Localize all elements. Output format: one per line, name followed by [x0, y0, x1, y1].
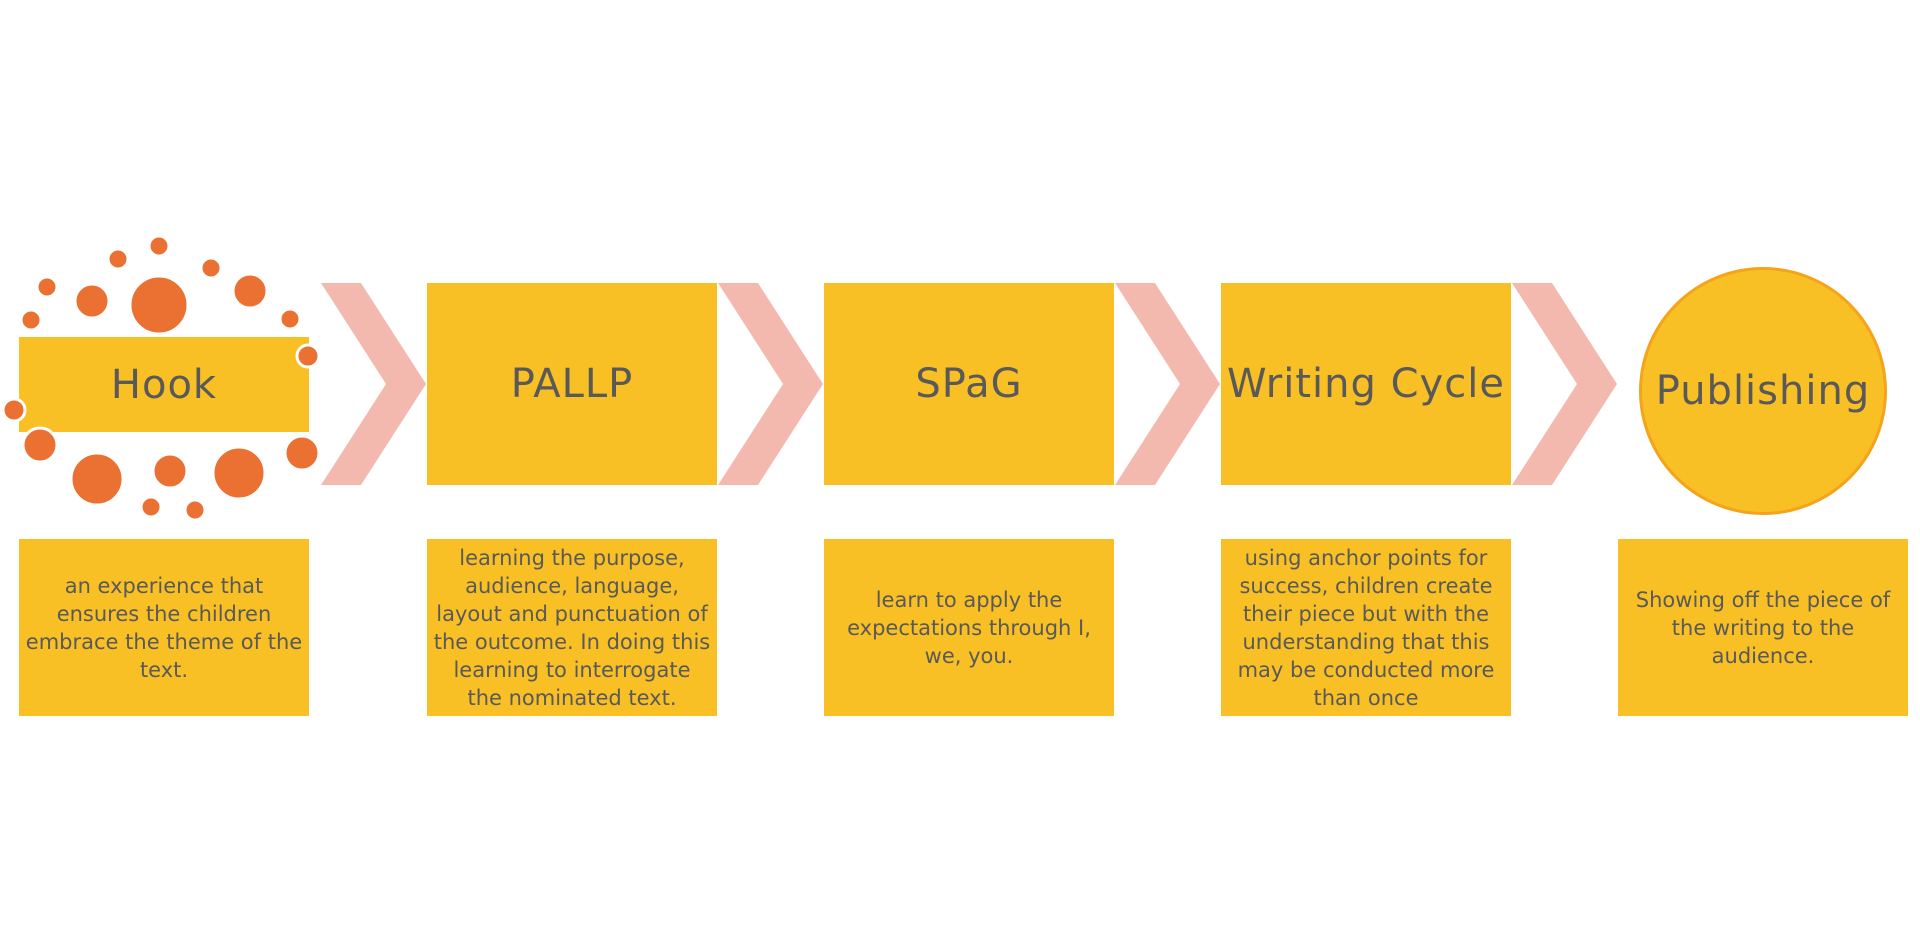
dot [139, 495, 163, 519]
chevron-arrow-1 [321, 283, 426, 485]
chevron-arrow-4 [1512, 283, 1617, 485]
dot [128, 274, 190, 336]
dot [21, 426, 59, 464]
dot [151, 452, 189, 490]
step-pallp-description: learning the purpose, audience, language… [427, 539, 717, 716]
step-writing-cycle-description: using anchor points for success, childre… [1221, 539, 1511, 716]
chevron-arrow-3 [1115, 283, 1220, 485]
step-writing-cycle-title: Writing Cycle [1221, 283, 1511, 485]
dot [147, 234, 171, 258]
dot [278, 307, 302, 331]
dot [106, 247, 130, 271]
dot [211, 445, 267, 501]
dot [35, 275, 59, 299]
dot [1, 397, 27, 423]
dot [183, 498, 207, 522]
step-publishing-description: Showing off the piece of the writing to … [1618, 539, 1908, 716]
dot [19, 308, 43, 332]
step-spag-description: learn to apply the expectations through … [824, 539, 1114, 716]
dot [199, 256, 223, 280]
dot [295, 343, 321, 369]
step-spag-title: SPaG [824, 283, 1114, 485]
dot [283, 434, 321, 472]
dot [73, 282, 111, 320]
chevron-arrow-2 [718, 283, 823, 485]
step-hook-title: Hook [19, 337, 309, 432]
step-hook-description: an experience that ensures the children … [19, 539, 309, 716]
step-publishing-title: Publishing [1639, 267, 1887, 515]
dot [69, 451, 125, 507]
step-pallp-title: PALLP [427, 283, 717, 485]
dot [231, 272, 269, 310]
